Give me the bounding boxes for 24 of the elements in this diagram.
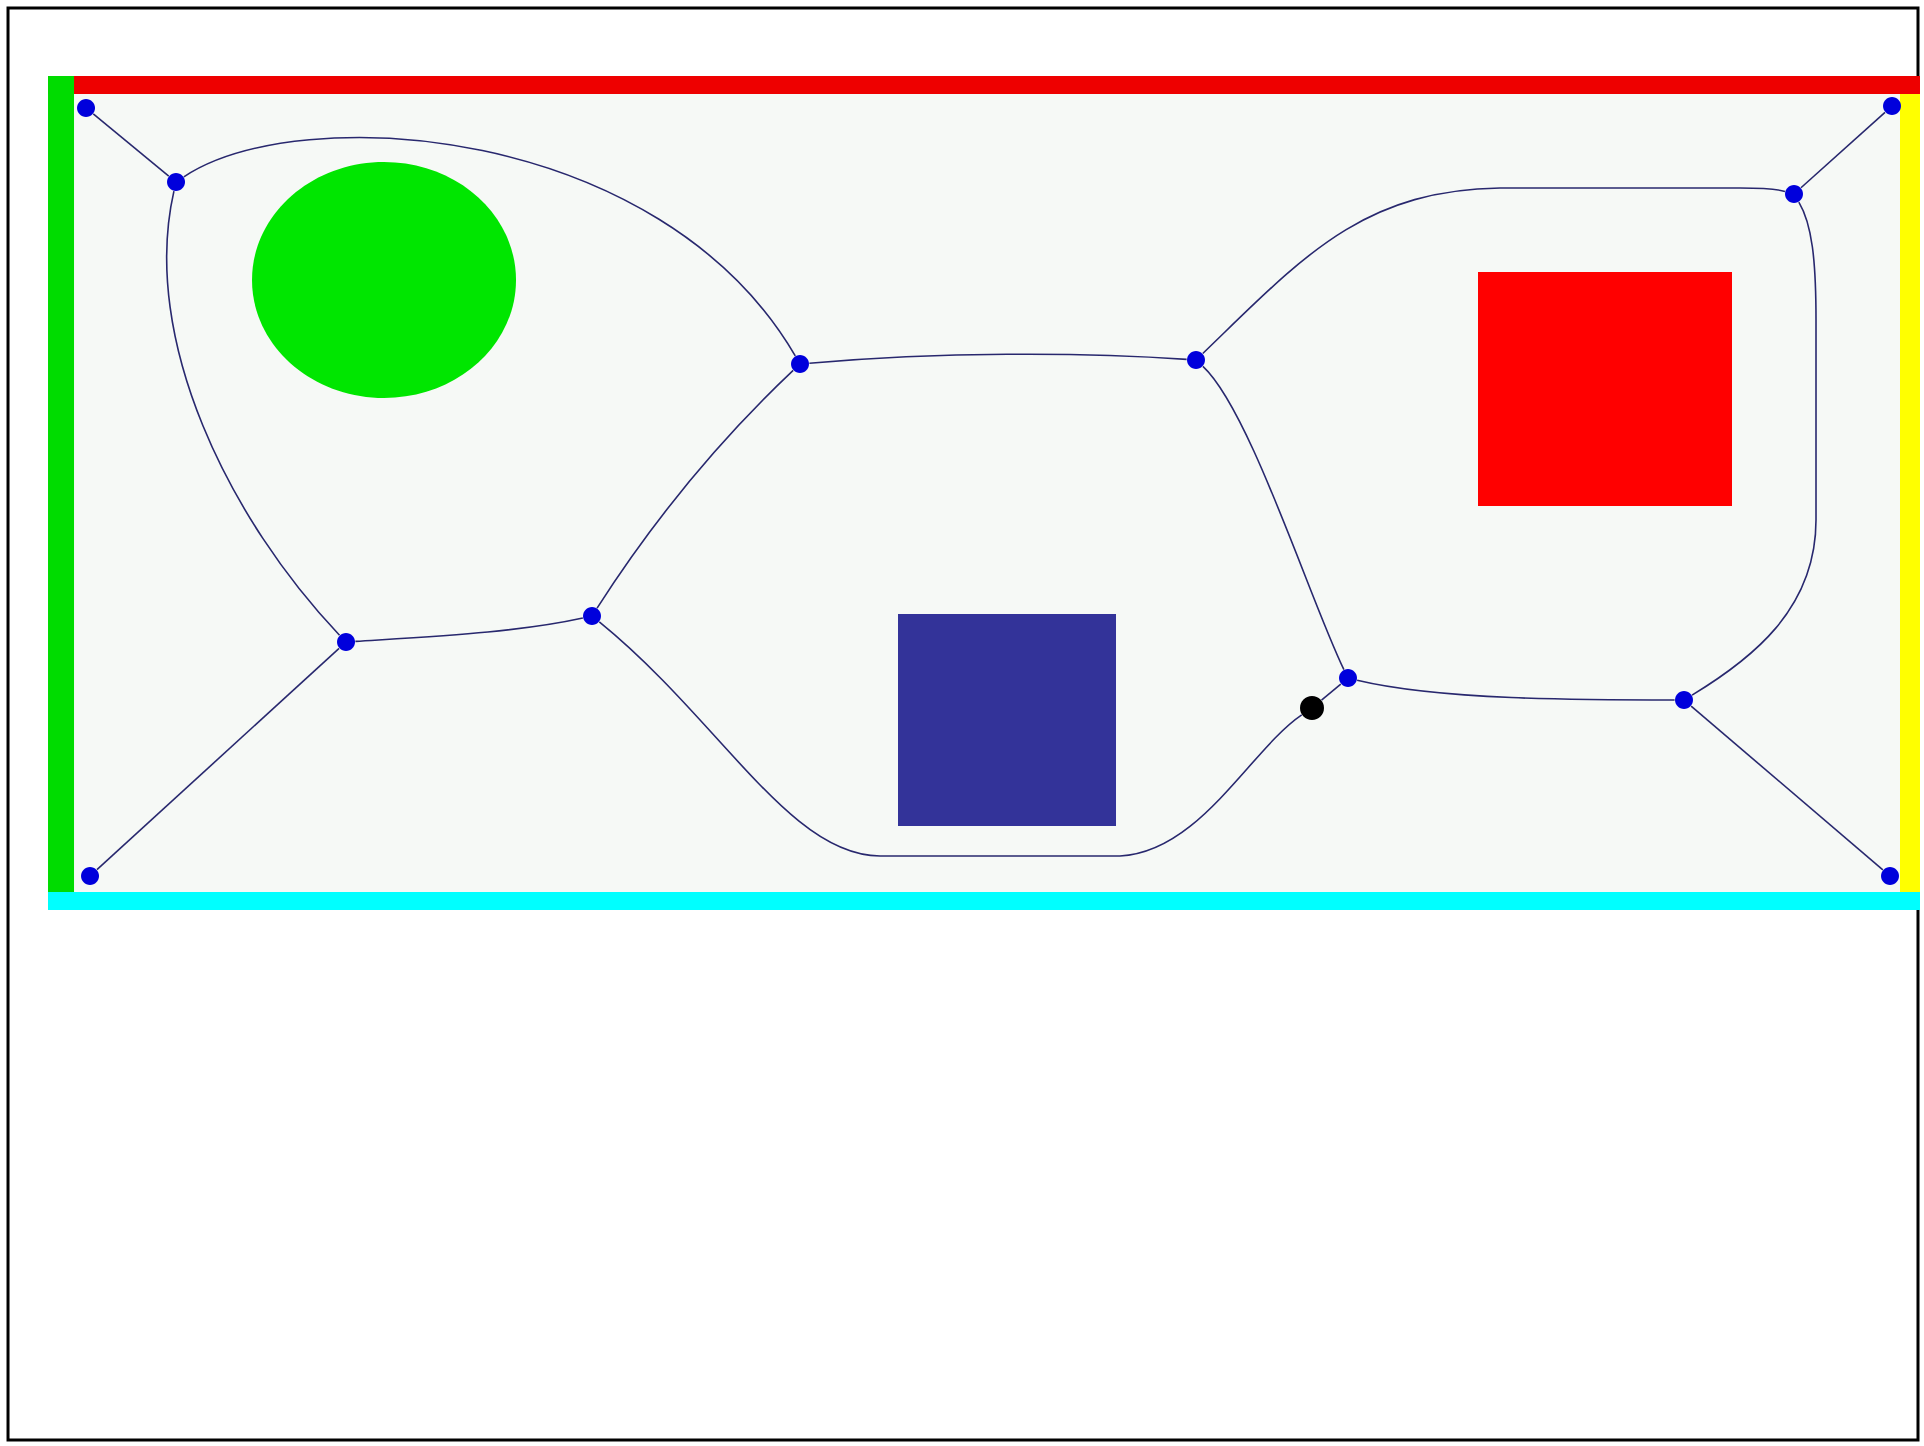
- waypoint-dot: [1881, 867, 1899, 885]
- path-line: [183, 136, 797, 357]
- waypoint-dot: [77, 99, 95, 117]
- waypoint-dot: [337, 633, 355, 651]
- waypoint-dot: [1883, 97, 1901, 115]
- path-line: [1320, 683, 1342, 701]
- waypoint-dot: [1187, 351, 1205, 369]
- waypoint-dot: [583, 607, 601, 625]
- path-line: [354, 617, 584, 643]
- waypoint-dot: [791, 355, 809, 373]
- waypoint-dot: [1785, 185, 1803, 203]
- waypoint-dot: [1300, 696, 1324, 720]
- waypoint-dot: [81, 867, 99, 885]
- path-line: [1202, 365, 1345, 671]
- path-line: [1691, 201, 1817, 696]
- path-line: [598, 621, 1303, 857]
- path-line: [808, 353, 1188, 364]
- waypoint-dot: [1339, 669, 1357, 687]
- path-line: [596, 369, 794, 609]
- path-line: [166, 190, 341, 636]
- path-line: [1356, 679, 1676, 701]
- waypoint-dot: [1675, 691, 1693, 709]
- waypoint-dot: [167, 173, 185, 191]
- path-line: [1202, 187, 1786, 355]
